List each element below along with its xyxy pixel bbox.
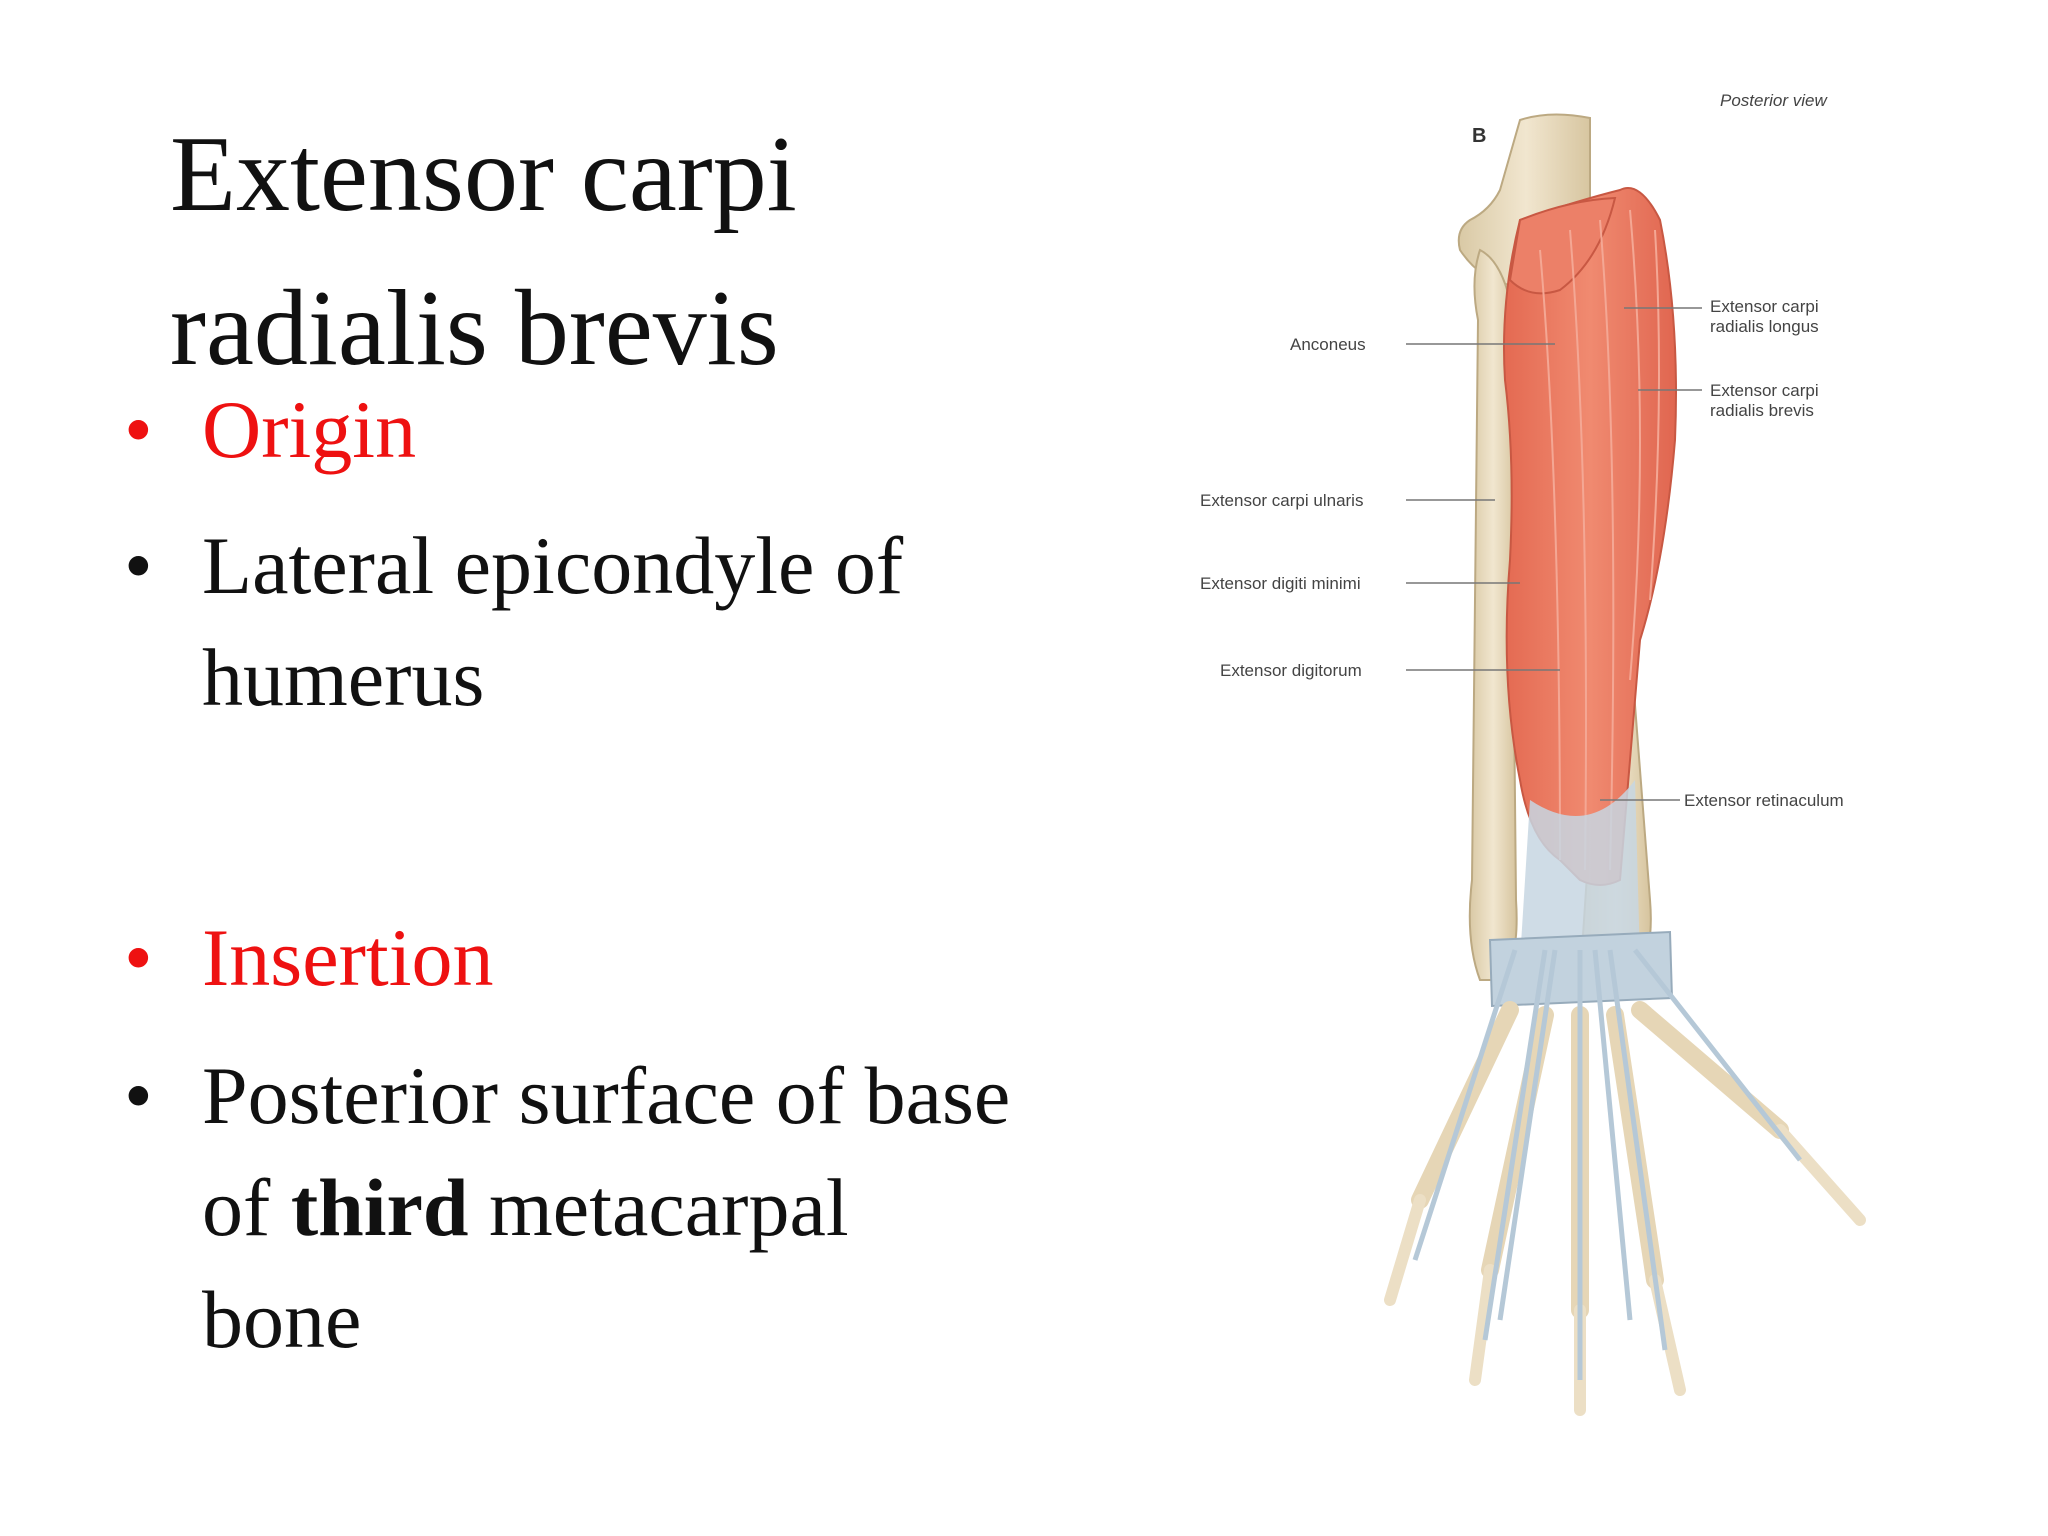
label-ecrb-line1: Extensor carpi <box>1710 381 1819 400</box>
hand <box>1384 948 1866 1416</box>
bullet-dot: • <box>124 384 153 475</box>
figure-letter: B <box>1472 125 1486 147</box>
forearm-illustration: B Posterior view <box>1160 80 2020 1420</box>
origin-detail-line-1: Lateral epicondyle of <box>202 520 904 611</box>
anconeus-muscle <box>1508 196 1617 295</box>
bullet-dot: • <box>124 912 153 1003</box>
bullet-dot: • <box>124 520 153 611</box>
emphasis-third: third <box>290 1162 469 1253</box>
title-line-2: radialis brevis <box>170 269 779 388</box>
muscle-fibers <box>1539 209 1660 871</box>
label-ed: Extensor digitorum <box>1220 661 1362 680</box>
label-anconeus: Anconeus <box>1290 335 1366 354</box>
label-ecrb-line2: radialis brevis <box>1710 401 1814 420</box>
bullet-origin-text: Origin <box>202 384 417 475</box>
extensor-tendons <box>1412 948 1802 1380</box>
bullet-insertion-detail-text: Posterior surface of base of third metac… <box>202 1040 1124 1376</box>
bullet-origin-detail: • Lateral epicondyle of humerus <box>124 510 1124 734</box>
view-label: Posterior view <box>1720 91 1828 110</box>
bullet-insertion: • Insertion <box>124 902 1124 1014</box>
label-retinaculum: Extensor retinaculum <box>1684 791 1844 810</box>
origin-detail-line-2: humerus <box>202 632 485 723</box>
bullet-insertion-detail: • Posterior surface of base of third met… <box>124 1040 1124 1376</box>
title-line-1: Extensor carpi <box>170 115 797 234</box>
label-ecu: Extensor carpi ulnaris <box>1200 491 1363 510</box>
bullet-origin: • Origin <box>124 374 1124 486</box>
tendon-zone <box>1520 780 1640 960</box>
bullet-origin-detail-text: Lateral epicondyle of humerus <box>202 510 1124 734</box>
leader-lines <box>1406 307 1702 801</box>
bullet-insertion-text: Insertion <box>202 912 494 1003</box>
label-edm: Extensor digiti minimi <box>1200 574 1361 593</box>
insertion-detail-line-3: bone <box>202 1274 362 1365</box>
insertion-detail-line-1: Posterior surface of base <box>202 1050 1011 1141</box>
label-ecrl-line2: radialis longus <box>1710 317 1819 336</box>
insertion-detail-line-2: of third metacarpal <box>202 1162 849 1253</box>
label-ecrl-line1: Extensor carpi <box>1710 297 1819 316</box>
slide-title: Extensor carpi radialis brevis <box>170 98 1070 406</box>
forearm-svg: B Posterior view <box>1200 91 1866 1416</box>
metacarpals <box>1411 1001 1789 1319</box>
bullet-dot: • <box>124 1050 153 1141</box>
